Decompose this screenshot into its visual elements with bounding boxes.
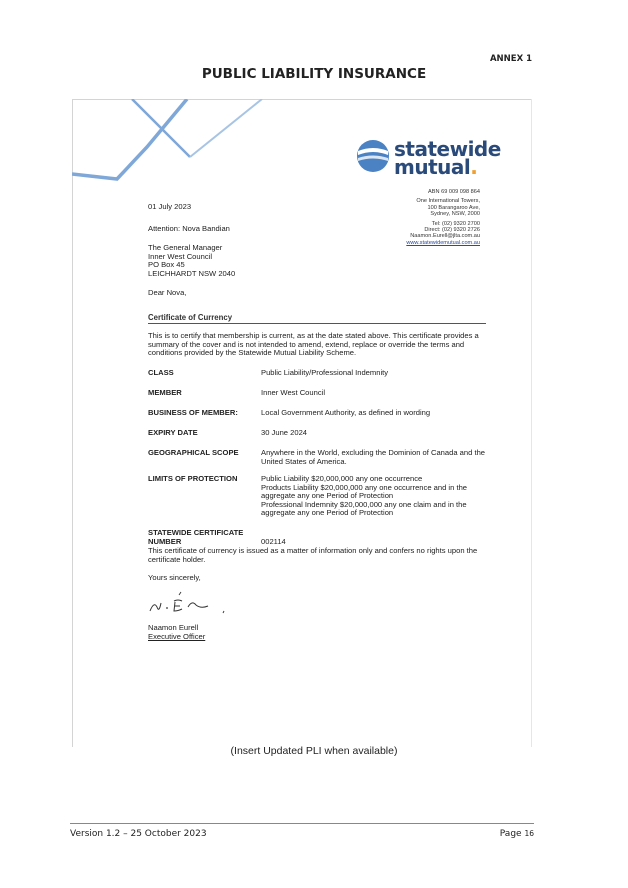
limits-label: LIMITS OF PROTECTION [148,474,238,483]
frame-left-border [72,99,73,747]
phone: Tel: (02) 9320 2700 [431,220,480,227]
limits-value: Public Liability $20,000,000 any one occ… [261,474,468,518]
heading-rule [148,323,486,324]
certificate-number-value: 002114 [261,537,286,546]
annex-label: ANNEX 1 [489,54,532,64]
footer-rule [70,823,534,824]
statewide-mutual-logo: statewide mutual. [356,137,501,179]
expiry-value: 30 June 2024 [261,428,308,437]
address-line: 100 Barangaroo Ave, [427,204,480,211]
member-value: Inner West Council [261,388,326,397]
information-footnote: This certificate of currency is issued a… [148,546,478,564]
member-label: MEMBER [148,388,182,397]
letter-date: 01 July 2023 [148,202,192,211]
page-number: 16 [524,829,534,838]
frame-right-border [531,99,532,747]
expiry-label: EXPIRY DATE [148,428,198,437]
business-value: Local Government Authority, as defined i… [261,408,431,417]
logo-mark-icon [357,140,389,172]
scope-label: GEOGRAPHICAL SCOPE [148,448,239,457]
contact-block: ABN 69 009 098 864 One International Tow… [406,189,480,246]
logo-text-mutual: mutual. [394,155,478,179]
frame-top-border [72,99,532,100]
decorative-lines [72,99,263,181]
business-label: BUSINESS OF MEMBER: [148,408,238,417]
insert-note: (Insert Updated PLI when available) [230,745,398,757]
class-value: Public Liability/Professional Indemnity [261,368,389,377]
attention-line: Attention: Nova Bandian [148,224,230,233]
page-title: PUBLIC LIABILITY INSURANCE [201,66,427,82]
email: Naamon.Eurell@jlta.com.au [410,233,480,240]
salutation: Dear Nova, [148,288,187,297]
logo-text-statewide: statewide [394,137,501,161]
address-line: Sydney, NSW, 2000 [430,211,480,218]
intro-paragraph: This is to certify that membership is cu… [148,331,479,358]
website-link[interactable]: www.statewidemutual.com.au [406,239,480,246]
signatory-name: Naamon Eurell [148,623,199,632]
signature-image [149,591,225,614]
signatory-role: Executive Officer [148,632,206,641]
certificate-frame: statewide mutual. ABN 69 009 098 864 One… [72,99,532,747]
recipient-address: The General Manager Inner West Council P… [148,243,236,278]
address-line: One International Towers, [416,198,480,205]
footer-version: Version 1.2 – 25 October 2023 [70,829,207,839]
certificate-number-label: STATEWIDE CERTIFICATE NUMBER [148,528,244,546]
certificate-heading: Certificate of Currency [148,313,233,322]
scope-value: Anywhere in the World, excluding the Dom… [261,448,486,466]
direct-phone: Direct: (02) 9320 2726 [424,227,480,234]
closing: Yours sincerely, [148,573,201,582]
class-label: CLASS [148,368,174,377]
abn: ABN 69 009 098 864 [428,189,480,195]
footer-page: Page 16 [499,829,534,839]
